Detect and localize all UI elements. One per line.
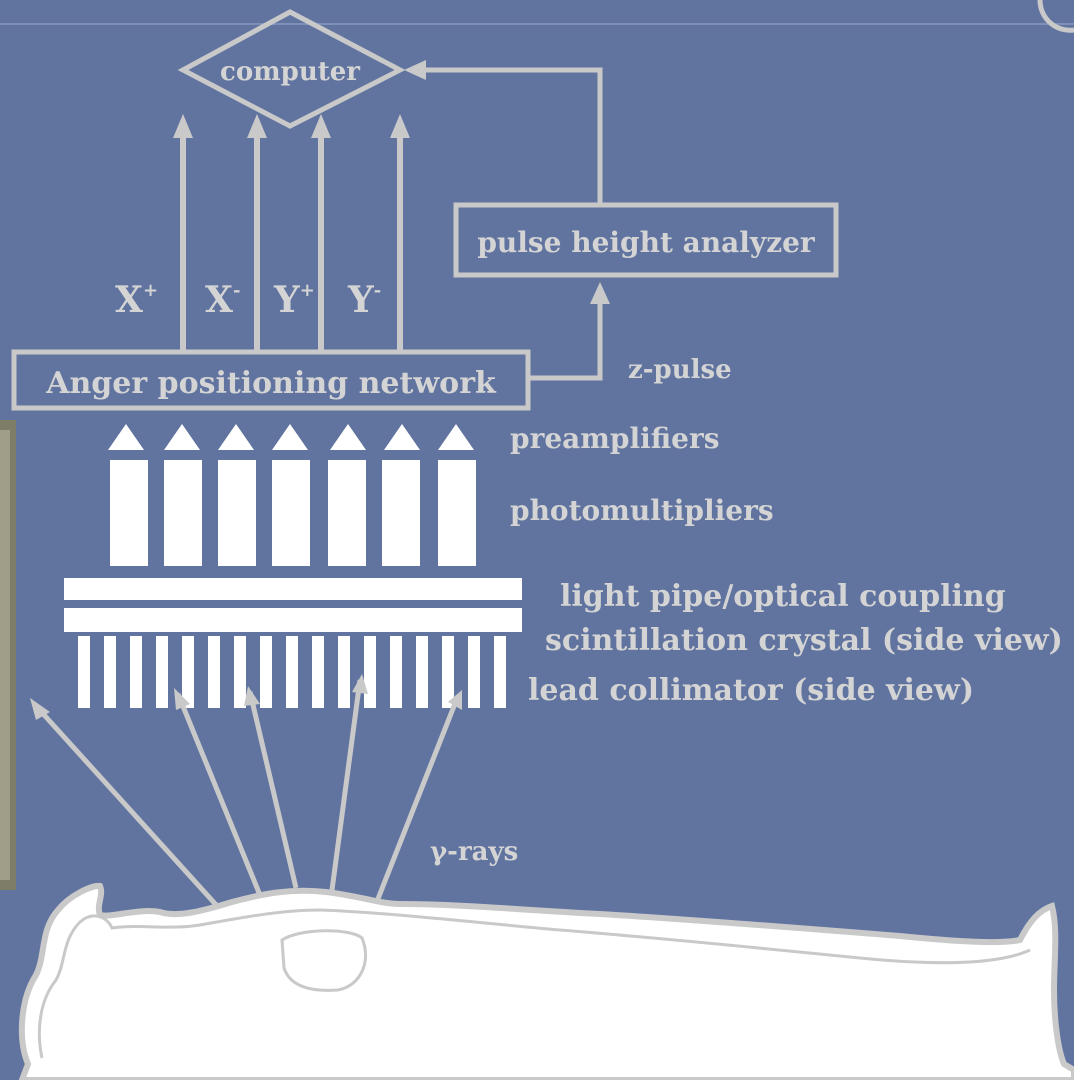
gamma-rays-label: γ-rays xyxy=(430,837,518,867)
light-pipe-label: light pipe/optical coupling xyxy=(560,579,1006,614)
camera-photo-edge-inner xyxy=(0,430,10,880)
x-minus-label: X- xyxy=(205,279,240,321)
analyzer-to-computer-line xyxy=(420,70,600,205)
preamplifiers-label: preamplifiers xyxy=(510,422,719,455)
patient-silhouette xyxy=(22,886,1074,1080)
computer-label: computer xyxy=(220,57,360,87)
y-minus-label: Y- xyxy=(347,279,381,321)
z-pulse-line xyxy=(528,300,600,378)
gamma-ray-lines xyxy=(36,680,458,918)
light-pipe xyxy=(64,578,522,600)
crystal-label: scintillation crystal (side view) xyxy=(545,623,1063,658)
y-plus-label: Y+ xyxy=(273,279,315,321)
photomultiplier-tubes xyxy=(110,460,476,566)
z-pulse-label: z-pulse xyxy=(628,355,732,385)
z-pulse-arrowhead xyxy=(590,282,610,304)
collimator-label: lead collimator (side view) xyxy=(528,673,974,708)
preamplifier-triangles xyxy=(108,424,474,450)
anger-network-label: Anger positioning network xyxy=(45,366,497,401)
pulse-height-analyzer-label: pulse height analyzer xyxy=(477,226,816,259)
scintillation-crystal xyxy=(64,608,522,632)
analyzer-to-computer-arrowhead xyxy=(404,60,426,80)
x-plus-label: X+ xyxy=(115,279,158,321)
photomultipliers-label: photomultipliers xyxy=(510,494,774,527)
lead-collimator xyxy=(78,636,506,708)
corner-decoration xyxy=(1040,0,1074,30)
